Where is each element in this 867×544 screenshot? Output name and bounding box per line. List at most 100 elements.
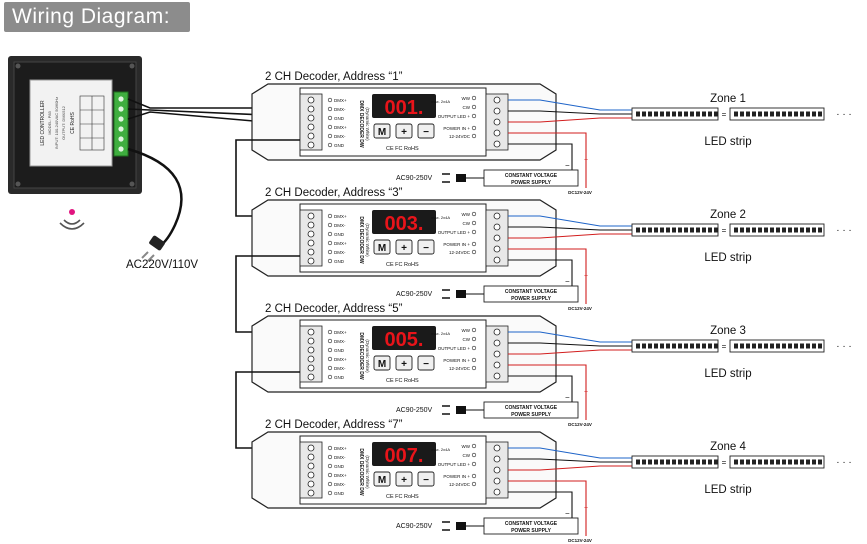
decoder-unit-2: 2 CH Decoder, Address “3”DMX+DMX-GNDDMX+… [235,187,852,333]
controller-label-plate [29,79,113,167]
dmx-terminal-label: DMX+ [334,473,347,478]
led-strip-segment-2 [729,107,825,121]
minus-sign: − [565,277,570,286]
wire-led-plus [508,233,632,239]
minus-button-label: − [423,127,429,138]
output-terminal-label: CW [463,453,471,458]
mode-button-label: M [378,475,386,486]
output-terminal-label: POWER IN + [443,474,470,479]
ac-connector-icon [442,173,450,183]
plus-sign: + [584,505,588,512]
dmx-terminal-label: DMX- [334,107,346,112]
decoder-address-readout: 001. [385,97,424,119]
zone-label: Zone 4 [710,441,746,453]
ac-input-label: AC90-250V [396,175,433,182]
ac-plug-icon [456,290,466,298]
strip-continuation: · · · [836,341,852,352]
minus-button[interactable] [417,471,435,487]
dmx-terminal-label: GND [334,116,345,121]
decoder-model-sub: (Dynamic White) [365,107,370,141]
wire-cw [508,110,632,115]
wire-ww [508,99,632,111]
wire-power-plus [508,364,587,420]
dmx-terminal-label: DMX- [334,250,346,255]
controller-model: MODEL: P83 [47,110,52,134]
wire-power-plus [508,132,587,188]
power-label: AC220V/110V [126,259,198,271]
power-supply-label: CONSTANT VOLTAGE [505,521,558,527]
output-terminal-label: OUTPUT LED + [438,346,471,351]
dmx-terminal-label: DMX- [334,339,346,344]
decoder-cert: CE FC RoHS [386,494,419,500]
plus-button-label: + [401,243,407,254]
output-rating: max. 2x4A [431,99,450,104]
dmx-terminal-label: DMX+ [334,446,347,451]
ac-input-label: AC90-250V [396,523,433,530]
power-plug-icon [141,235,165,262]
decoder-model: DMX DECODER DW [358,216,364,264]
strip-continuation: · · · [836,225,852,236]
dmx-bus [127,98,266,123]
mode-button[interactable] [373,123,391,139]
decoder-model-sub: (Dynamic White) [365,455,370,489]
power-supply-label-2: POWER SUPPLY [511,180,551,186]
output-terminal-label: POWER IN + [443,358,470,363]
wire-power-minus [508,375,573,402]
mode-button[interactable] [373,471,391,487]
plus-button-label: + [401,127,407,138]
power-supply-label-2: POWER SUPPLY [511,528,551,534]
output-terminal-label: 12-24VDC [449,134,471,139]
zone-label: Zone 1 [710,93,746,105]
led-strip-segment-2 [729,455,825,469]
plus-button[interactable] [395,355,413,371]
dc-label: DC12V-24V [568,538,592,543]
dmx-terminal-label: DMX- [334,134,346,139]
minus-button-label: − [423,243,429,254]
output-rating: max. 2x4A [431,215,450,220]
strip-continuation: · · · [836,109,852,120]
dmx-terminal-label: GND [334,375,345,380]
wire-cw [508,342,632,347]
decoder-title: 2 CH Decoder, Address “5” [265,303,403,315]
dmx-terminal-label: DMX+ [334,125,347,130]
plus-button[interactable] [395,239,413,255]
dmx-terminal-label: DMX+ [334,98,347,103]
led-strip-segment-1 [631,455,719,469]
decoder-display [372,94,436,118]
dmx-terminal-label: GND [334,348,345,353]
wire-led-plus [508,349,632,355]
led-strip-segment-1 [631,223,719,237]
led-strip-segment-1 [631,107,719,121]
power-supply-label-2: POWER SUPPLY [511,412,551,418]
led-strip-label: LED strip [704,136,751,148]
strip-connector-icon: = [722,458,727,467]
plus-button[interactable] [395,471,413,487]
decoder-output-terminals [471,325,509,383]
decoder-unit-1: 2 CH Decoder, Address “1”DMX+DMX-GNDDMX+… [235,71,852,217]
dmx-terminal-label: DMX+ [334,330,347,335]
minus-button[interactable] [417,355,435,371]
power-supply-label: CONSTANT VOLTAGE [505,405,558,411]
wire-power-plus [508,248,587,304]
plus-sign: + [584,273,588,280]
output-terminal-label: 12-24VDC [449,482,471,487]
dc-label: DC12V-24V [568,190,592,195]
wire-power-minus [508,143,573,170]
output-terminal-label: CW [463,105,471,110]
mode-button[interactable] [373,239,391,255]
plus-button[interactable] [395,123,413,139]
output-terminal-label: WW [462,328,471,333]
minus-button[interactable] [417,123,435,139]
decoder-cert: CE FC RoHS [386,262,419,268]
output-rating: max. 2x4A [431,331,450,336]
mode-button[interactable] [373,355,391,371]
controller-terminal-block [113,91,129,157]
decoder-model: DMX DECODER DW [358,100,364,148]
minus-button[interactable] [417,239,435,255]
power-supply-label: CONSTANT VOLTAGE [505,173,558,179]
dmx-terminal-label: GND [334,143,345,148]
decoder-model-sub: (Dynamic White) [365,339,370,373]
led-strip-label: LED strip [704,252,751,264]
mode-button-label: M [378,127,386,138]
